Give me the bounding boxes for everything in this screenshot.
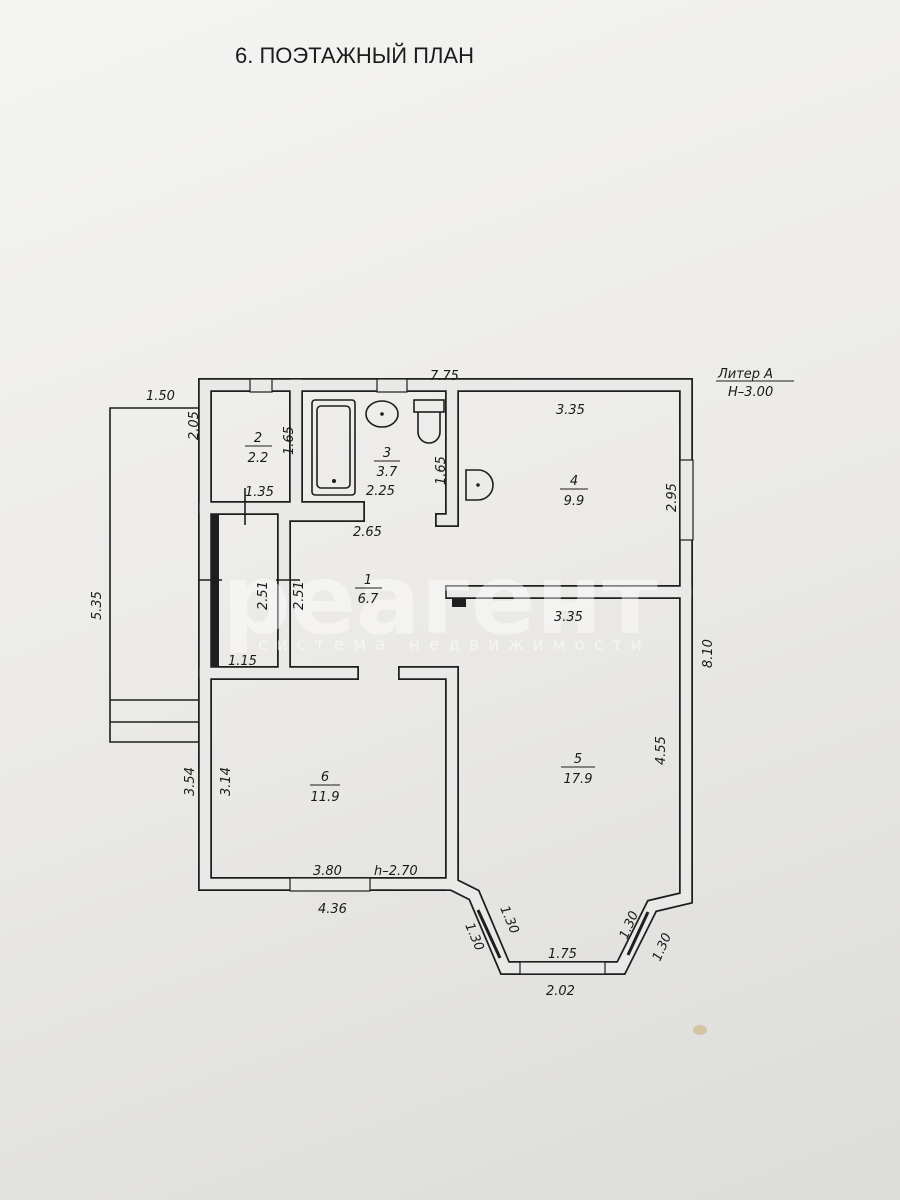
porch xyxy=(109,407,205,743)
room-6-label: 611.9 xyxy=(310,770,340,805)
bathtub-icon xyxy=(311,399,356,496)
liter-name: Литер А xyxy=(717,367,773,382)
room-labels: 16.7 22.2 33.7 49.9 517.9 611.9 xyxy=(245,431,595,805)
dim-hall-top: 2.65 xyxy=(353,525,382,540)
dim-bay-outer: 2.02 xyxy=(546,984,575,999)
watermark-brand: реагент xyxy=(222,544,658,656)
svg-text:9.9: 9.9 xyxy=(564,494,585,509)
svg-text:11.9: 11.9 xyxy=(311,790,340,805)
svg-text:4: 4 xyxy=(570,474,578,489)
dim-bay-right-outer: 1.30 xyxy=(650,931,675,964)
svg-text:2: 2 xyxy=(254,431,262,446)
page-title: 6. ПОЭТАЖНЫЙ ПЛАН xyxy=(235,43,474,68)
window-bay-right xyxy=(626,911,650,956)
svg-text:6.7: 6.7 xyxy=(358,592,379,607)
sink-icon-room4 xyxy=(465,469,494,501)
toilet-icon xyxy=(413,399,445,444)
dim-right-total: 8.10 xyxy=(701,639,716,668)
dim-room2-outer: 2.05 xyxy=(187,411,202,440)
stain xyxy=(693,1025,707,1035)
dim-room2-width: 1.35 xyxy=(245,485,274,500)
room-4-label: 49.9 xyxy=(560,474,588,509)
dim-room6-outer-width: 4.36 xyxy=(318,902,347,917)
dim-porch-width: 1.50 xyxy=(146,389,175,404)
dim-room5-height: 4.55 xyxy=(654,736,669,765)
room-3-label: 33.7 xyxy=(374,446,400,480)
dimension-labels: 7.75 1.50 5.35 2.05 1.65 1.35 2.25 1.65 … xyxy=(90,369,716,999)
window-bay-left xyxy=(476,909,502,959)
svg-text:6: 6 xyxy=(321,770,329,785)
dim-bath-width: 2.25 xyxy=(366,484,395,499)
window-bay-center xyxy=(519,961,606,975)
window-room4 xyxy=(679,459,694,541)
window-room6 xyxy=(289,877,371,892)
dim-porch-length: 5.35 xyxy=(90,591,105,620)
dim-corridor-width: 1.15 xyxy=(228,654,257,669)
door-marks xyxy=(198,488,300,581)
svg-text:17.9: 17.9 xyxy=(564,772,593,787)
dim-room5-width: 3.35 xyxy=(554,610,583,625)
svg-text:3: 3 xyxy=(383,446,391,461)
window-room2 xyxy=(249,378,273,393)
dim-room4-height: 2.95 xyxy=(665,483,680,512)
svg-text:2.2: 2.2 xyxy=(248,451,269,466)
dim-top-total: 7.75 xyxy=(430,369,459,384)
sink-icon xyxy=(365,400,399,428)
watermark-tagline: система недвижимости xyxy=(258,635,651,655)
dim-room2-height: 1.65 xyxy=(282,426,297,455)
room-1-label: 16.7 xyxy=(355,573,382,607)
dim-room4-width: 3.35 xyxy=(556,403,585,418)
room-2-label: 22.2 xyxy=(245,431,272,466)
dim-room6-outer: 3.54 xyxy=(183,767,198,796)
dim-corridor-b: 2.51 xyxy=(292,581,307,610)
window-bath xyxy=(376,378,408,393)
liter-height: Н–3.00 xyxy=(728,385,773,400)
dim-ceiling-height: h–2.70 xyxy=(374,864,418,879)
dim-bay-left-inner: 1.30 xyxy=(496,904,521,937)
svg-text:3.7: 3.7 xyxy=(377,465,398,480)
dim-room6-height: 3.14 xyxy=(219,767,234,796)
windows xyxy=(249,378,694,975)
dim-room6-width: 3.80 xyxy=(313,864,342,879)
svg-text:1: 1 xyxy=(364,573,372,588)
room-5-label: 517.9 xyxy=(561,752,595,787)
dim-bay-inner: 1.75 xyxy=(548,947,577,962)
svg-text:5: 5 xyxy=(574,752,582,767)
dim-corridor-a: 2.51 xyxy=(256,581,271,610)
dim-bath-height: 1.65 xyxy=(434,456,449,485)
